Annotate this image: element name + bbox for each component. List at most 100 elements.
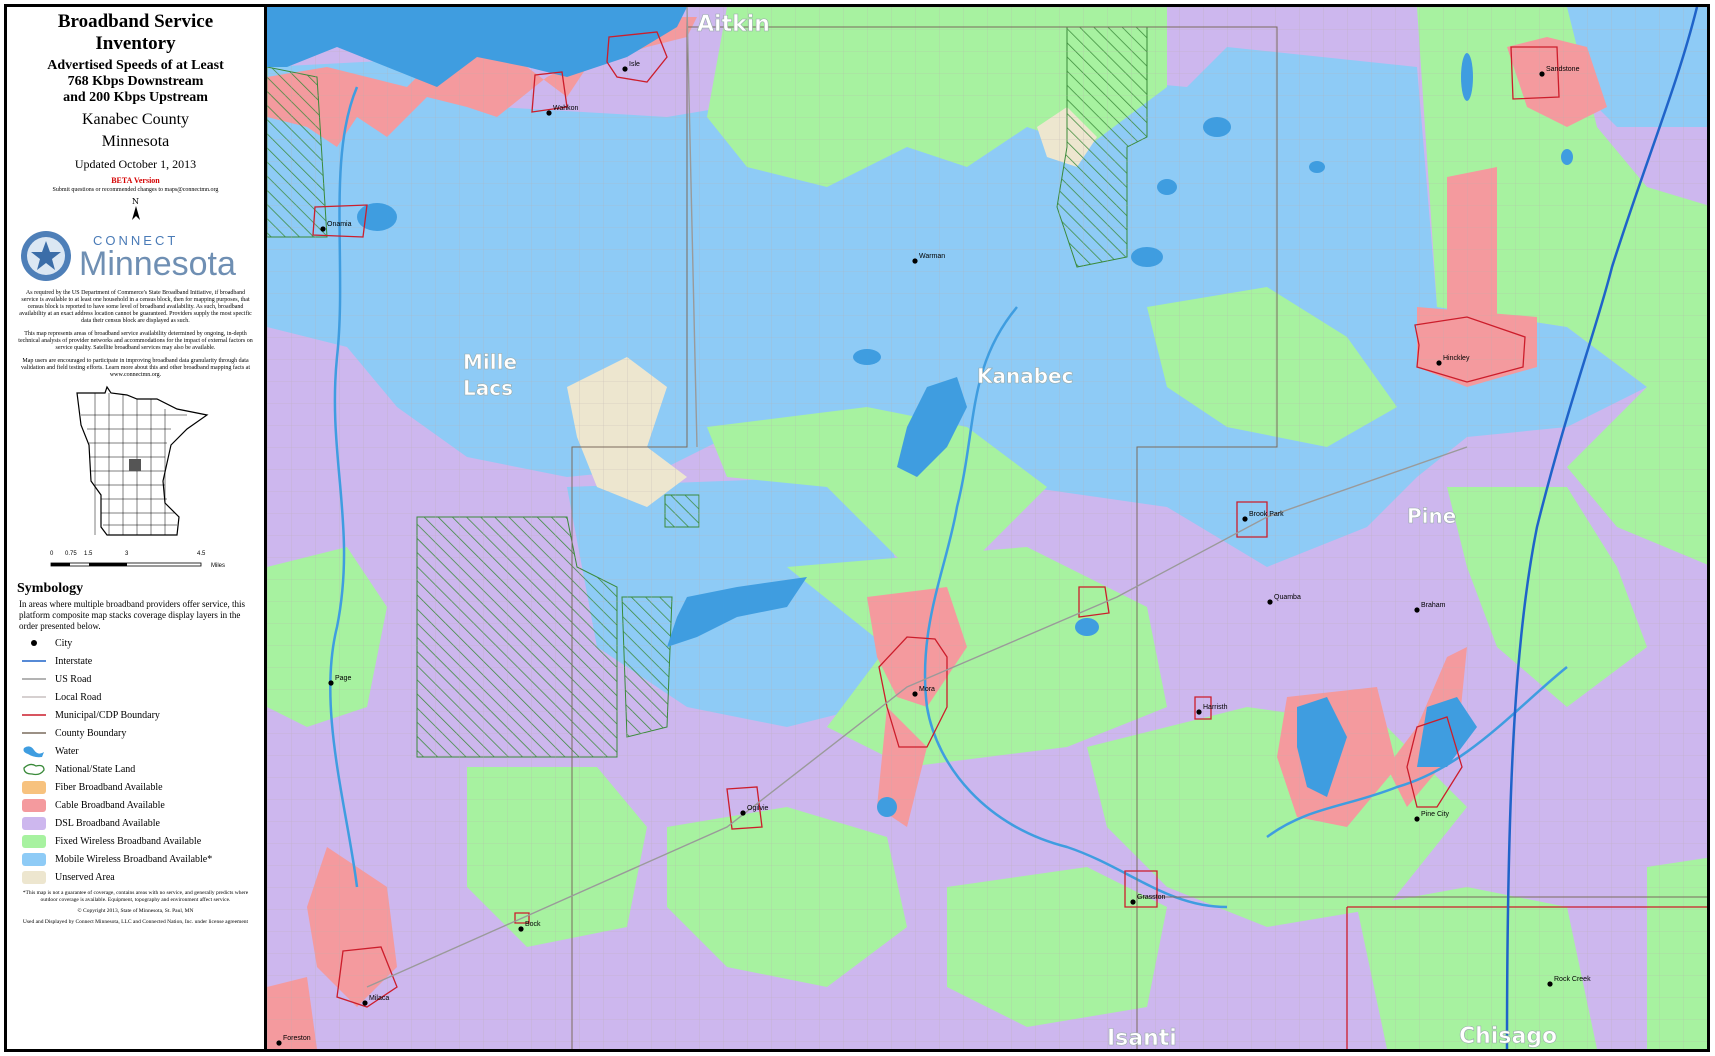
region-label-kanabec: Kanabec: [977, 364, 1073, 388]
city-point-onamia[interactable]: [320, 226, 326, 232]
symbology-note: In areas where multiple broadband provid…: [19, 599, 246, 631]
city-label-harristh: Harristh: [1203, 704, 1228, 711]
logo-minnesota: Minnesota: [79, 244, 236, 283]
legend-panel: Broadband Service Inventory Advertised S…: [7, 7, 267, 1049]
legend-item-mobile-wireless-broadband-available: Mobile Wireless Broadband Available*: [19, 850, 264, 868]
legend-label: Interstate: [55, 655, 93, 667]
legend-label: Local Road: [55, 691, 102, 703]
legend-item-cable-broadband-available: Cable Broadband Available: [19, 796, 264, 814]
legend-label: Water: [55, 745, 79, 757]
legend-item-county-boundary: County Boundary: [19, 724, 264, 742]
disclaimer-paragraph-2: This map represents areas of broadband s…: [18, 331, 253, 351]
legend-item-city: City: [19, 634, 264, 652]
map-title: Broadband Service Inventory: [7, 11, 264, 55]
city-point-warman[interactable]: [912, 258, 918, 264]
beta-label: BETA Version: [111, 176, 160, 185]
city-label-warman: Warman: [919, 253, 945, 260]
city-point-pine-city[interactable]: [1414, 816, 1420, 822]
star-seal-icon: [21, 231, 71, 281]
city-label-hinckley: Hinckley: [1443, 355, 1470, 362]
north-label: N: [132, 197, 139, 206]
map-canvas[interactable]: AitkinMilleLacsKanabecPineIsantiChisago …: [267, 7, 1710, 1049]
city-point-quamba[interactable]: [1267, 599, 1273, 605]
region-label-pine: Pine: [1407, 504, 1456, 528]
city-label-isle: Isle: [629, 61, 640, 68]
city-label-sandstone: Sandstone: [1546, 66, 1580, 73]
scale-tick-1: 0.75: [65, 551, 77, 557]
legend-item-municipal-cdp-boundary: Municipal/CDP Boundary: [19, 706, 264, 724]
logo-text: CONNECT Minnesota: [79, 233, 236, 283]
scale-tick-0: 0: [50, 551, 54, 557]
city-point-mora[interactable]: [912, 691, 918, 697]
city-point-wahkon[interactable]: [546, 110, 552, 116]
city-label-bock: Bock: [525, 921, 541, 928]
legend-swatch-icon: [19, 834, 49, 848]
region-label-chisago: Chisago: [1459, 1024, 1557, 1049]
title-line-1: Broadband Service: [57, 11, 214, 32]
legend-label: DSL Broadband Available: [55, 817, 160, 829]
legend-item-unserved-area: Unserved Area: [19, 868, 264, 886]
disclaimer-paragraph-3: Map users are encouraged to participate …: [21, 358, 250, 378]
city-label-foreston: Foreston: [283, 1035, 311, 1042]
map-frame: Broadband Service Inventory Advertised S…: [4, 4, 1710, 1052]
legend-swatch-icon: [19, 816, 49, 830]
city-point-foreston[interactable]: [276, 1040, 282, 1046]
city-markers: IsleWahkonOnamiaWarmanSandstoneHinckleyB…: [276, 61, 1591, 1046]
city-point-grasston[interactable]: [1130, 899, 1136, 905]
city-label-pine-city: Pine City: [1421, 811, 1450, 818]
legend-label: Fixed Wireless Broadband Available: [55, 835, 202, 847]
legend-item-national-state-land: National/State Land: [19, 760, 264, 778]
legend-label: Mobile Wireless Broadband Available*: [55, 853, 213, 865]
minnesota-locator-icon: [76, 385, 209, 536]
state-name: Minnesota: [101, 133, 170, 150]
city-label-brook-park: Brook Park: [1249, 511, 1284, 518]
legend-item-fixed-wireless-broadband-available: Fixed Wireless Broadband Available: [19, 832, 264, 850]
city-label-rock-creek: Rock Creek: [1554, 976, 1591, 983]
city-point-page[interactable]: [328, 680, 334, 686]
city-point-bock[interactable]: [518, 926, 524, 932]
disclaimer-paragraph-1: As required by the US Department of Comm…: [19, 290, 252, 324]
legend-swatch-icon: [19, 708, 49, 722]
city-point-ogilvie[interactable]: [740, 810, 746, 816]
legend-item-water: Water: [19, 742, 264, 760]
local-road-grid: [267, 7, 1707, 1049]
scale-tick-3: 3: [125, 551, 129, 557]
legend-label: National/State Land: [55, 763, 136, 775]
legend-label: Municipal/CDP Boundary: [55, 709, 160, 721]
legend-item-interstate: Interstate: [19, 652, 264, 670]
water-bodies: [267, 7, 1573, 817]
copyright: © Copyright 2013, State of Minnesota, St…: [77, 908, 194, 914]
city-point-rock-creek[interactable]: [1547, 981, 1553, 987]
legend-label: Fiber Broadband Available: [55, 781, 163, 793]
city-point-brook-park[interactable]: [1242, 516, 1248, 522]
county-boundaries: [571, 7, 1707, 1049]
legend-swatch-icon: [19, 636, 49, 650]
city-label-milaca: Milaca: [369, 995, 389, 1002]
city-point-milaca[interactable]: [362, 1000, 368, 1006]
county-name: Kanabec County: [81, 111, 190, 128]
scale-bar-icon: [50, 562, 202, 567]
legend-swatch-icon: [19, 762, 49, 776]
legend-label: City: [55, 637, 73, 649]
city-label-mora: Mora: [919, 686, 935, 693]
legend-swatch-icon: [19, 870, 49, 884]
scale-tick-4: 4.5: [197, 551, 206, 557]
legend-item-dsl-broadband-available: DSL Broadband Available: [19, 814, 264, 832]
city-label-quamba: Quamba: [1274, 594, 1301, 601]
state-locator-map: [67, 385, 264, 549]
rivers: [329, 86, 1568, 909]
city-label-braham: Braham: [1421, 602, 1446, 609]
city-point-isle[interactable]: [622, 66, 628, 72]
city-label-ogilvie: Ogilvie: [747, 805, 769, 812]
city-label-wahkon: Wahkon: [553, 105, 579, 112]
city-point-braham[interactable]: [1414, 607, 1420, 613]
legend-swatch-icon: [19, 780, 49, 794]
legend-label: Unserved Area: [55, 871, 115, 883]
city-point-sandstone[interactable]: [1539, 71, 1545, 77]
city-point-harristh[interactable]: [1196, 709, 1202, 715]
symbology-heading: Symbology: [17, 581, 84, 596]
legend-swatch-icon: [19, 690, 49, 704]
city-point-hinckley[interactable]: [1436, 360, 1442, 366]
